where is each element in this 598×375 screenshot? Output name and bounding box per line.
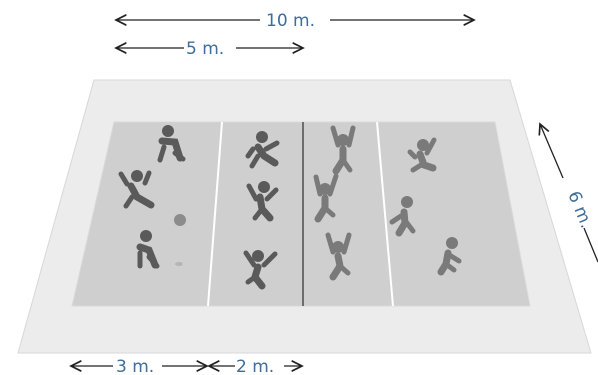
player-icon <box>389 196 416 237</box>
court <box>71 121 531 307</box>
attack-zone-label: 2 m. <box>236 357 274 375</box>
back-zone-label: 3 m. <box>116 357 154 375</box>
player-icon <box>136 230 160 269</box>
width-arrow-bottom <box>583 227 598 263</box>
player-icon <box>330 125 356 175</box>
ball-icon <box>174 214 186 226</box>
player-icon <box>313 173 339 223</box>
player-icon <box>407 137 437 173</box>
player-icon <box>118 170 155 209</box>
left-team <box>118 125 280 290</box>
player-icon <box>437 237 462 276</box>
total-length-label: 10 m. <box>266 11 315 31</box>
player-icon <box>246 181 279 222</box>
width-arrow-top <box>540 124 564 179</box>
player-icon <box>245 131 280 169</box>
player-icon <box>243 250 278 290</box>
player-icon <box>157 125 186 163</box>
attack-line-left <box>207 121 223 307</box>
half-length-label: 5 m. <box>186 39 224 59</box>
player-icon <box>325 232 352 281</box>
right-team <box>313 125 462 281</box>
attack-line-right <box>376 121 394 307</box>
width-label: 6 m. <box>563 188 596 231</box>
ball-shadow <box>175 262 183 266</box>
